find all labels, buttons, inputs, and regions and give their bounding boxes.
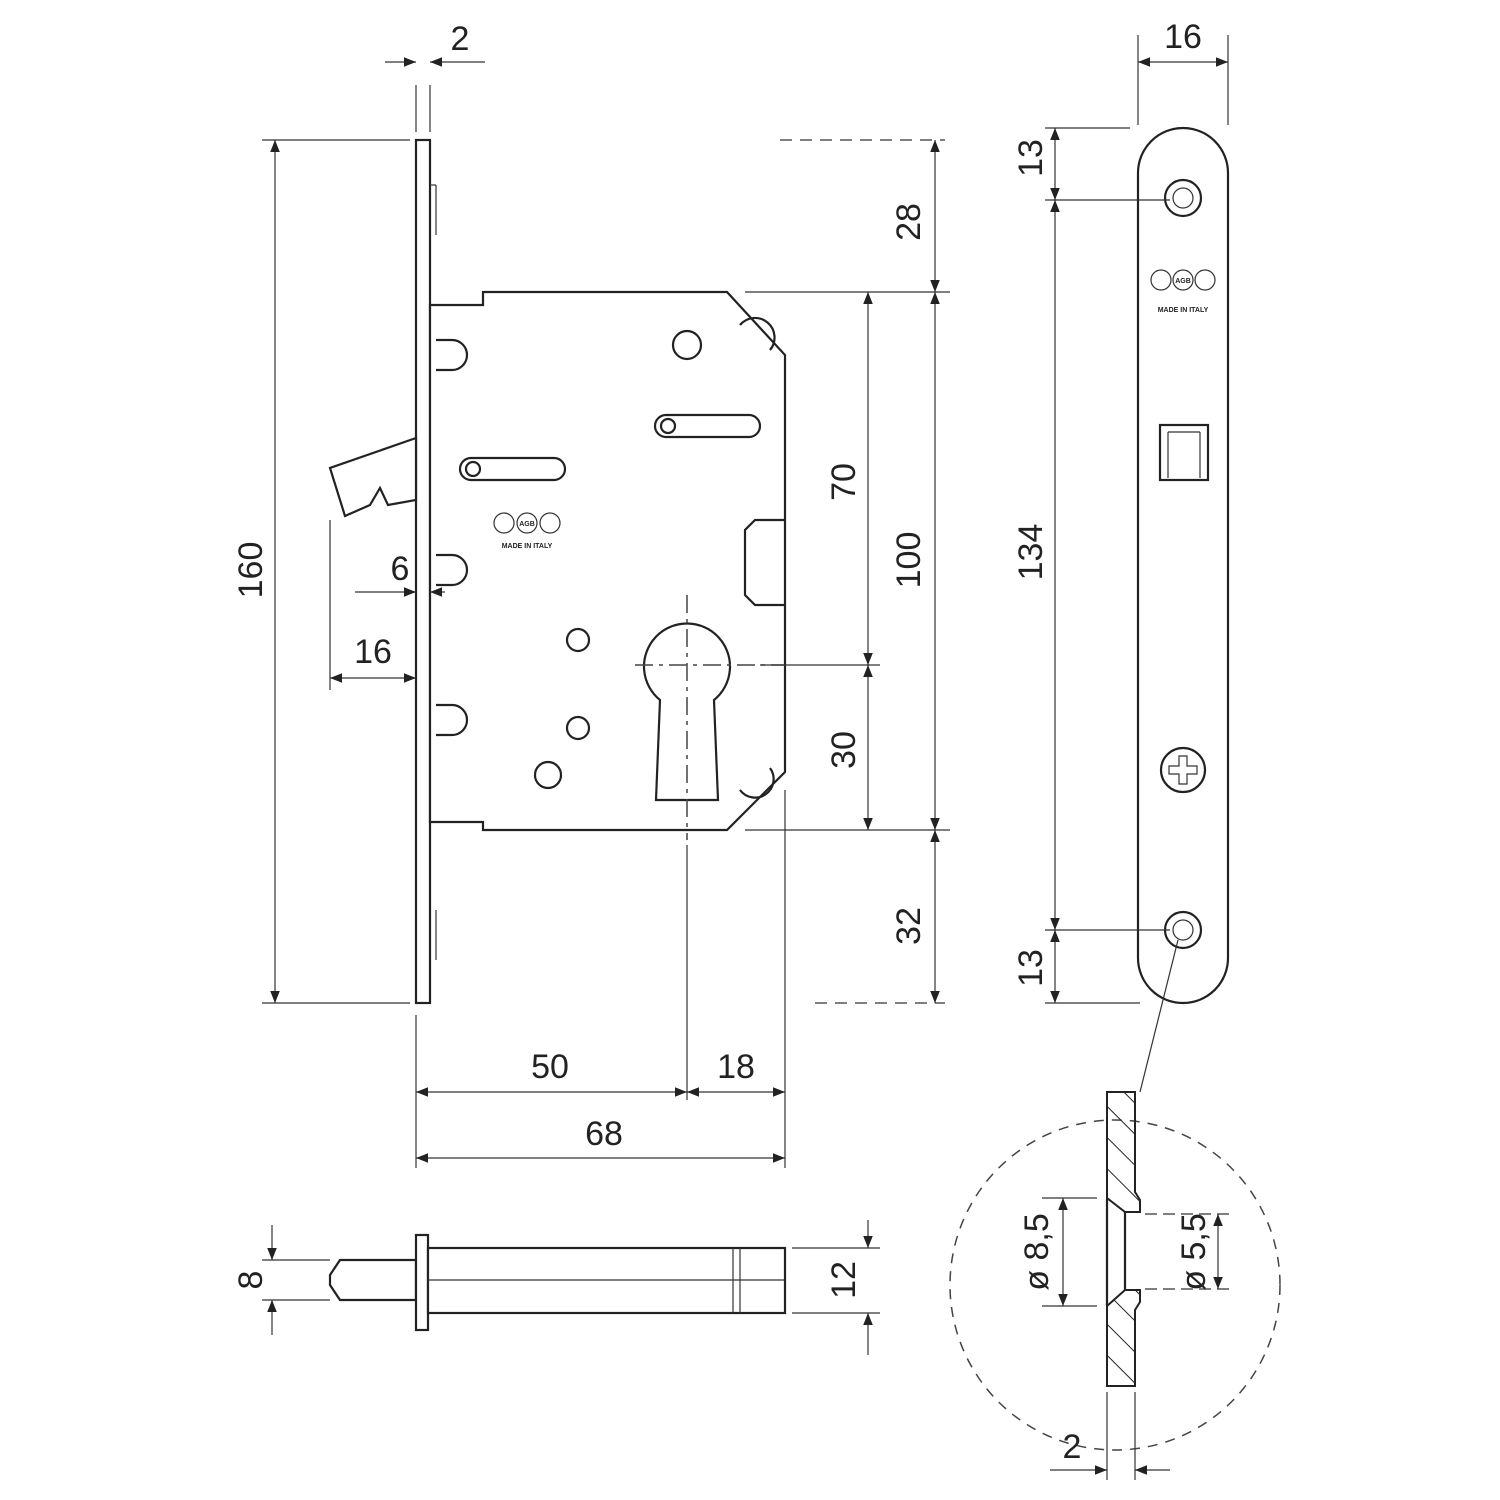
dim-body-depth: 68 xyxy=(585,1115,623,1153)
spindle-view xyxy=(328,1233,787,1332)
faceplate-front-view: AGB MADE IN ITALY xyxy=(1136,126,1230,1005)
mounting-lugs xyxy=(436,316,785,799)
dim-screw-top: 13 xyxy=(1012,139,1050,177)
svg-text:MADE IN ITALY: MADE IN ITALY xyxy=(1158,307,1209,314)
dim-spindle-collar: 12 xyxy=(825,1261,863,1299)
dim-handle-to-cylinder: 70 xyxy=(825,463,863,501)
svg-text:MADE IN ITALY: MADE IN ITALY xyxy=(502,543,553,550)
svg-text:AGB: AGB xyxy=(1175,278,1191,285)
dim-plate-thickness: 2 xyxy=(1063,1428,1082,1466)
dimensions-side: 2 160 6 16 28 100 32 70 30 50 18 68 xyxy=(232,20,950,1168)
dim-countersink-inner: ø 5,5 xyxy=(1175,1213,1213,1290)
dim-latch-projection: 16 xyxy=(354,633,392,671)
dim-top-offset: 28 xyxy=(890,203,928,241)
spindle-tip xyxy=(328,1258,418,1302)
dimensions-spindle: 8 12 xyxy=(232,1220,880,1355)
faceplate-front xyxy=(1136,126,1230,1005)
slot-upper xyxy=(653,413,762,439)
dim-faceplate-width: 16 xyxy=(1164,18,1202,56)
dim-countersink-outer: ø 8,5 xyxy=(1018,1213,1056,1290)
agb-logo-faceplate: AGB MADE IN ITALY xyxy=(1150,269,1216,314)
screw-hole-top xyxy=(1163,178,1203,218)
phillips-screw-icon xyxy=(1159,746,1207,794)
faceplate xyxy=(414,138,432,1005)
dimensions-faceplate: 16 13 134 13 xyxy=(1012,18,1229,1004)
lock-side-view: AGB MADE IN ITALY xyxy=(328,138,787,1005)
dim-screw-spacing: 134 xyxy=(1012,524,1050,581)
agb-logo-body: AGB MADE IN ITALY xyxy=(493,512,561,550)
countersink-detail xyxy=(949,939,1281,1451)
spindle-collar xyxy=(414,1233,430,1332)
dim-faceplate-thickness: 2 xyxy=(451,20,470,58)
dim-cylinder-to-back: 18 xyxy=(717,1048,755,1086)
dim-cylinder-to-bottom: 30 xyxy=(825,731,863,769)
slot-lower xyxy=(458,456,567,482)
dimensions-countersink: ø 8,5 ø 5,5 2 xyxy=(1018,1197,1232,1480)
dim-bottom-offset: 32 xyxy=(890,907,928,945)
dim-spindle-square: 8 xyxy=(232,1271,270,1290)
dim-backset: 50 xyxy=(531,1048,569,1086)
dim-screw-bottom: 13 xyxy=(1012,949,1050,987)
dim-total-height: 160 xyxy=(232,542,270,599)
dim-latch-offset: 6 xyxy=(391,550,410,588)
svg-text:AGB: AGB xyxy=(519,521,535,528)
latch-bolt xyxy=(328,436,418,518)
cylinder-hole xyxy=(642,622,732,802)
dim-body-height: 100 xyxy=(890,532,928,589)
lock-case xyxy=(428,290,787,832)
latch-opening xyxy=(1158,423,1210,482)
